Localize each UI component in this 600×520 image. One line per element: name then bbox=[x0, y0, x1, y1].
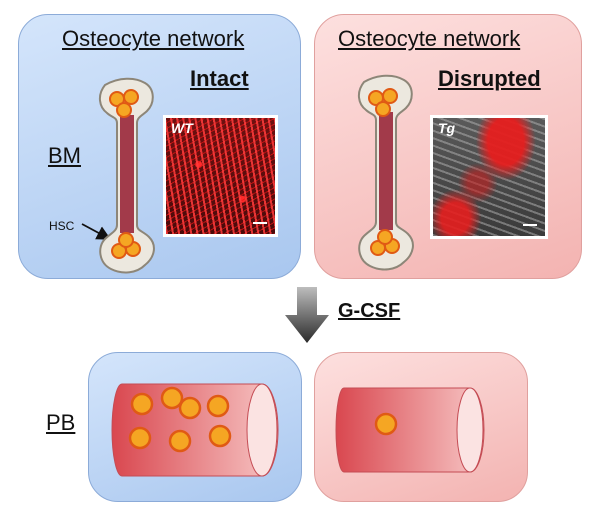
tg-label: Tg bbox=[438, 120, 456, 136]
hsc-cell bbox=[375, 101, 391, 117]
blood-cell bbox=[374, 412, 398, 436]
hsc-cell bbox=[123, 89, 139, 105]
hsc-cells-top-left bbox=[109, 89, 141, 259]
hsc-pointer-arrow bbox=[81, 223, 112, 240]
wt-micrograph: WT bbox=[163, 115, 278, 237]
intact-bone-illustration bbox=[99, 77, 155, 274]
blood-cell bbox=[128, 426, 152, 450]
disrupted-panel-title: Osteocyte network bbox=[338, 26, 521, 51]
blood-vessel-intact bbox=[111, 383, 279, 477]
blood-cell bbox=[168, 429, 192, 453]
bm-label: BM bbox=[48, 143, 81, 168]
blood-cell bbox=[130, 392, 154, 416]
intact-status-label: Intact bbox=[190, 66, 249, 91]
blood-cell bbox=[208, 424, 232, 448]
hsc-cell bbox=[377, 229, 393, 245]
blood-vessel-disrupted bbox=[335, 387, 485, 473]
gcsf-label: G-CSF bbox=[338, 300, 401, 322]
hsc-label: HSC bbox=[49, 219, 75, 233]
hsc-cell bbox=[118, 232, 134, 248]
hsc-cells-top-right bbox=[368, 88, 400, 256]
hsc-cell bbox=[382, 88, 398, 104]
intact-panel-title: Osteocyte network bbox=[62, 26, 245, 51]
disrupted-bone-illustration bbox=[358, 74, 414, 271]
blood-cell bbox=[206, 394, 230, 418]
scale-bar bbox=[523, 224, 537, 226]
tg-micrograph: Tg bbox=[430, 115, 548, 239]
blood-cell bbox=[178, 396, 202, 420]
wt-label: WT bbox=[171, 120, 193, 136]
down-arrow-icon bbox=[285, 287, 329, 343]
scale-bar bbox=[253, 222, 267, 224]
hsc-cell bbox=[116, 102, 132, 118]
blood-cell bbox=[160, 386, 184, 410]
disrupted-status-label: Disrupted bbox=[438, 66, 541, 91]
pb-label: PB bbox=[46, 410, 76, 435]
